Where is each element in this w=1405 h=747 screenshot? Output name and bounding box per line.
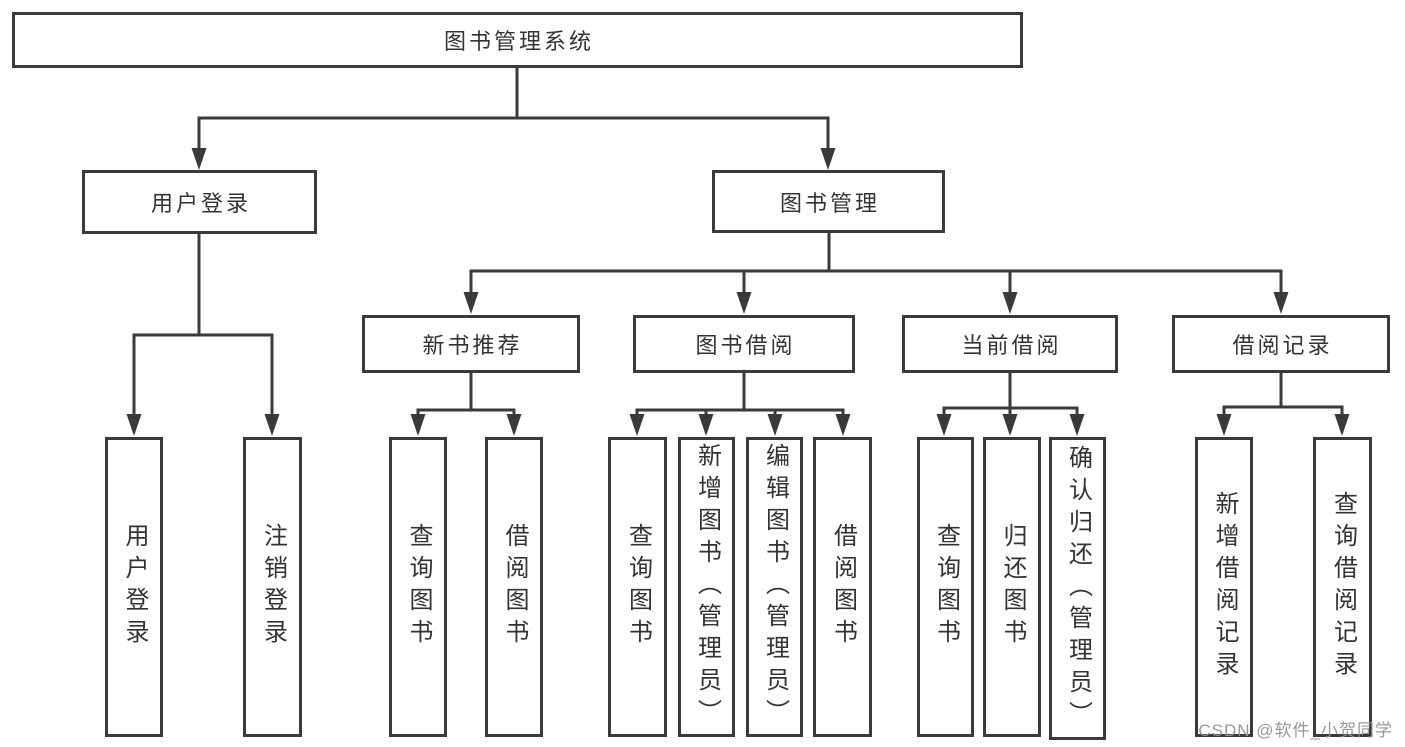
arrowhead-icons	[126, 148, 1350, 436]
watermark-text: CSDN @软件_小贺同学	[1198, 721, 1393, 740]
leaf-edit-book-admin: 编辑图书（管理员）	[746, 437, 803, 737]
leaf-query-book: 查询图书	[608, 437, 667, 737]
leaf-confirm-return-admin: 确认归还（管理员）	[1049, 437, 1106, 740]
leaf-logout: 注销登录	[243, 437, 302, 737]
leaf-return-book: 归还图书	[983, 437, 1041, 737]
leaf-add-book-admin: 新增图书（管理员）	[678, 437, 735, 737]
node-library-management-system: 图书管理系统	[12, 12, 1023, 68]
node-book-borrow: 图书借阅	[633, 315, 855, 373]
node-book-management: 图书管理	[712, 170, 945, 233]
leaf-borrow-book: 借阅图书	[813, 437, 872, 737]
leaf-add-borrow-record: 新增借阅记录	[1195, 437, 1253, 737]
leaf-query-borrow-record: 查询借阅记录	[1313, 437, 1372, 737]
node-user-login: 用户登录	[82, 170, 317, 234]
node-new-book-recommend: 新书推荐	[362, 315, 580, 373]
leaf-borrow-book: 借阅图书	[485, 437, 543, 737]
leaf-query-book: 查询图书	[389, 437, 447, 737]
node-current-borrow: 当前借阅	[902, 315, 1118, 373]
node-borrow-records: 借阅记录	[1172, 315, 1390, 373]
leaf-query-book: 查询图书	[917, 437, 974, 737]
leaf-user-login: 用户登录	[105, 437, 163, 737]
